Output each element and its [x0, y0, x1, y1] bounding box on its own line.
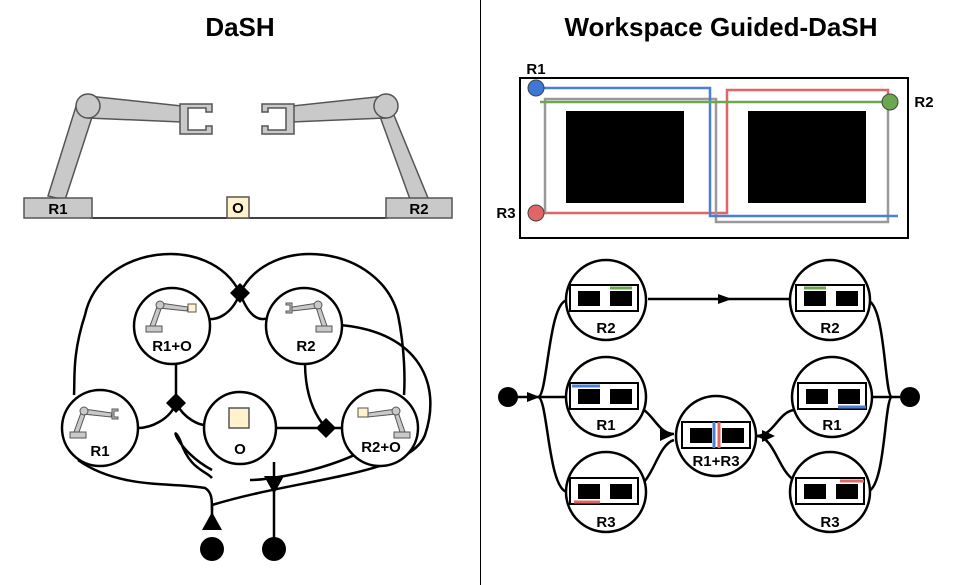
- guided-dash-title: Workspace Guided-DaSH: [564, 12, 878, 42]
- robot-arm-r1-icon: [47, 93, 213, 201]
- scene-label-r2: R2: [409, 201, 428, 218]
- object-box: [226, 196, 250, 219]
- workspace-label-r3: R3: [496, 205, 515, 222]
- edge-joint-to-r3: [755, 434, 795, 482]
- guided-node-joint-r1-r3: R1+R3: [674, 394, 758, 478]
- edge-r2o-top-loop: [238, 252, 406, 396]
- diamond-left: [166, 393, 186, 413]
- guided-node-start-r2: R2: [564, 258, 648, 342]
- robot-marker-r1: [527, 79, 545, 97]
- guided-label-end-r1: R1: [822, 417, 841, 434]
- edge-r1-to-joint: [643, 408, 675, 436]
- guided-start-node: [498, 387, 518, 407]
- obstacle-right: [748, 111, 866, 203]
- start-node: [200, 537, 224, 561]
- guided-goal-node: [900, 387, 920, 407]
- scene-label-object: O: [232, 200, 244, 217]
- edge-r1-top-loop: [72, 252, 242, 396]
- guided-node-start-r3: R3: [564, 450, 648, 534]
- workspace-label-r1: R1: [526, 61, 545, 78]
- node-label-r2: R2: [296, 338, 315, 355]
- guided-node-start-r1: R1: [564, 355, 648, 439]
- node-r2-o: R2+O: [340, 388, 420, 468]
- edge-r3-to-joint: [643, 438, 675, 483]
- guided-label-start-r3: R3: [596, 514, 615, 531]
- node-r1-o: R1+O: [132, 286, 212, 366]
- dash-scene: R1 R2 O: [23, 93, 453, 219]
- arrow-right-icon: [660, 429, 673, 441]
- guided-node-end-r3: R3: [788, 450, 872, 534]
- node-r1: R1: [60, 388, 140, 468]
- guided-label-start-r2: R2: [596, 320, 615, 337]
- arrow-up-icon: [202, 512, 222, 530]
- guided-label-end-r2: R2: [820, 320, 839, 337]
- edge-joint-to-r1: [755, 408, 795, 438]
- edge-r2-to-diamond: [303, 361, 327, 429]
- robot-marker-r2: [881, 93, 899, 111]
- node-o: O: [202, 390, 278, 466]
- obstacle-left: [566, 111, 684, 203]
- diamond-right: [316, 418, 336, 438]
- node-r2: R2: [264, 286, 344, 366]
- robot-arm-r2-icon: [261, 93, 430, 203]
- edge-r2-to-start: [210, 323, 432, 525]
- node-label-r2-o: R2+O: [361, 439, 401, 456]
- robot-base-r1: [23, 197, 93, 219]
- scene-label-r1: R1: [48, 201, 67, 218]
- edge-r1-to-start: [77, 458, 214, 511]
- guided-label-start-r1: R1: [596, 417, 615, 434]
- robot-base-r2: [385, 197, 453, 219]
- edge-o-to-start: [174, 432, 213, 479]
- dash-title: DaSH: [205, 12, 275, 42]
- edge-r2-to-goal: [865, 298, 894, 399]
- path-gray: [543, 97, 890, 224]
- dash-diamonds: [166, 283, 336, 438]
- node-label-r1: R1: [90, 443, 109, 460]
- edge-r3-to-goal: [865, 395, 894, 494]
- guided-node-end-r2: R2: [788, 258, 872, 342]
- edge-start-to-r3: [536, 395, 569, 494]
- node-label-r1-o: R1+O: [152, 338, 192, 355]
- workspace-label-r2: R2: [914, 94, 933, 111]
- edge-start-to-r2: [536, 298, 569, 399]
- node-label-o: O: [234, 441, 246, 458]
- goal-node: [262, 537, 286, 561]
- panel-divider: [480, 0, 481, 585]
- path-r1: [536, 86, 898, 218]
- guided-node-end-r1: R1: [790, 355, 874, 439]
- path-r3: [536, 88, 890, 215]
- guided-label-end-r3: R3: [820, 514, 839, 531]
- workspace-map: R1 R2 R3: [496, 61, 934, 239]
- arrow-down-icon: [264, 476, 284, 494]
- diamond-top: [230, 283, 250, 303]
- arrow-right-icon: [762, 430, 775, 442]
- robot-marker-r3: [527, 204, 545, 222]
- arrow-right-icon: [718, 294, 732, 304]
- arrow-right-icon: [527, 392, 540, 402]
- guided-label-joint: R1+R3: [692, 453, 739, 470]
